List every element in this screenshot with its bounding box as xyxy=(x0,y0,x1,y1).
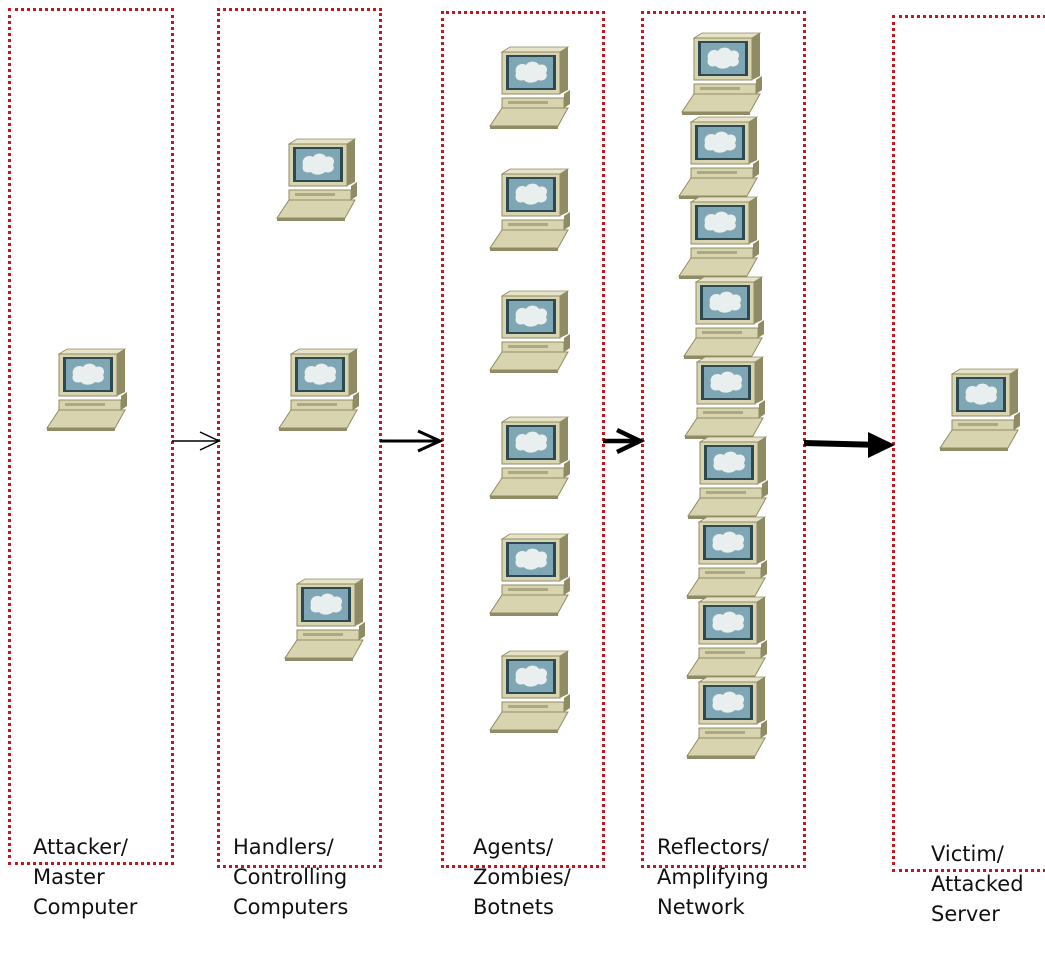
arrow-agents-to-reflectors xyxy=(603,427,646,455)
computer-icon xyxy=(275,138,359,222)
computer-icon xyxy=(488,533,572,617)
computer-icon xyxy=(677,116,761,200)
column-box-handlers xyxy=(217,8,382,868)
computer-icon xyxy=(685,596,769,680)
arrow-handlers-to-agents xyxy=(380,429,444,453)
column-box-attacker xyxy=(8,8,174,865)
computer-icon xyxy=(488,46,572,130)
computer-icon xyxy=(488,290,572,374)
computer-icon xyxy=(680,32,764,116)
computer-icon xyxy=(677,196,761,280)
computer-icon xyxy=(938,368,1022,452)
computer-icon xyxy=(488,416,572,500)
computer-icon xyxy=(683,356,767,440)
computer-icon xyxy=(277,348,361,432)
computer-icon xyxy=(488,650,572,734)
computer-icon xyxy=(682,276,766,360)
computer-icon xyxy=(685,516,769,600)
computer-icon xyxy=(685,676,769,760)
computer-icon xyxy=(283,578,367,662)
computer-icon xyxy=(45,348,129,432)
arrow-attacker-to-handlers xyxy=(172,431,221,451)
arrow-reflectors-to-victim xyxy=(803,432,895,458)
computer-icon xyxy=(488,168,572,252)
column-label-agents: Agents/Zombies/Botnets xyxy=(473,835,571,919)
computer-icon xyxy=(686,436,770,520)
